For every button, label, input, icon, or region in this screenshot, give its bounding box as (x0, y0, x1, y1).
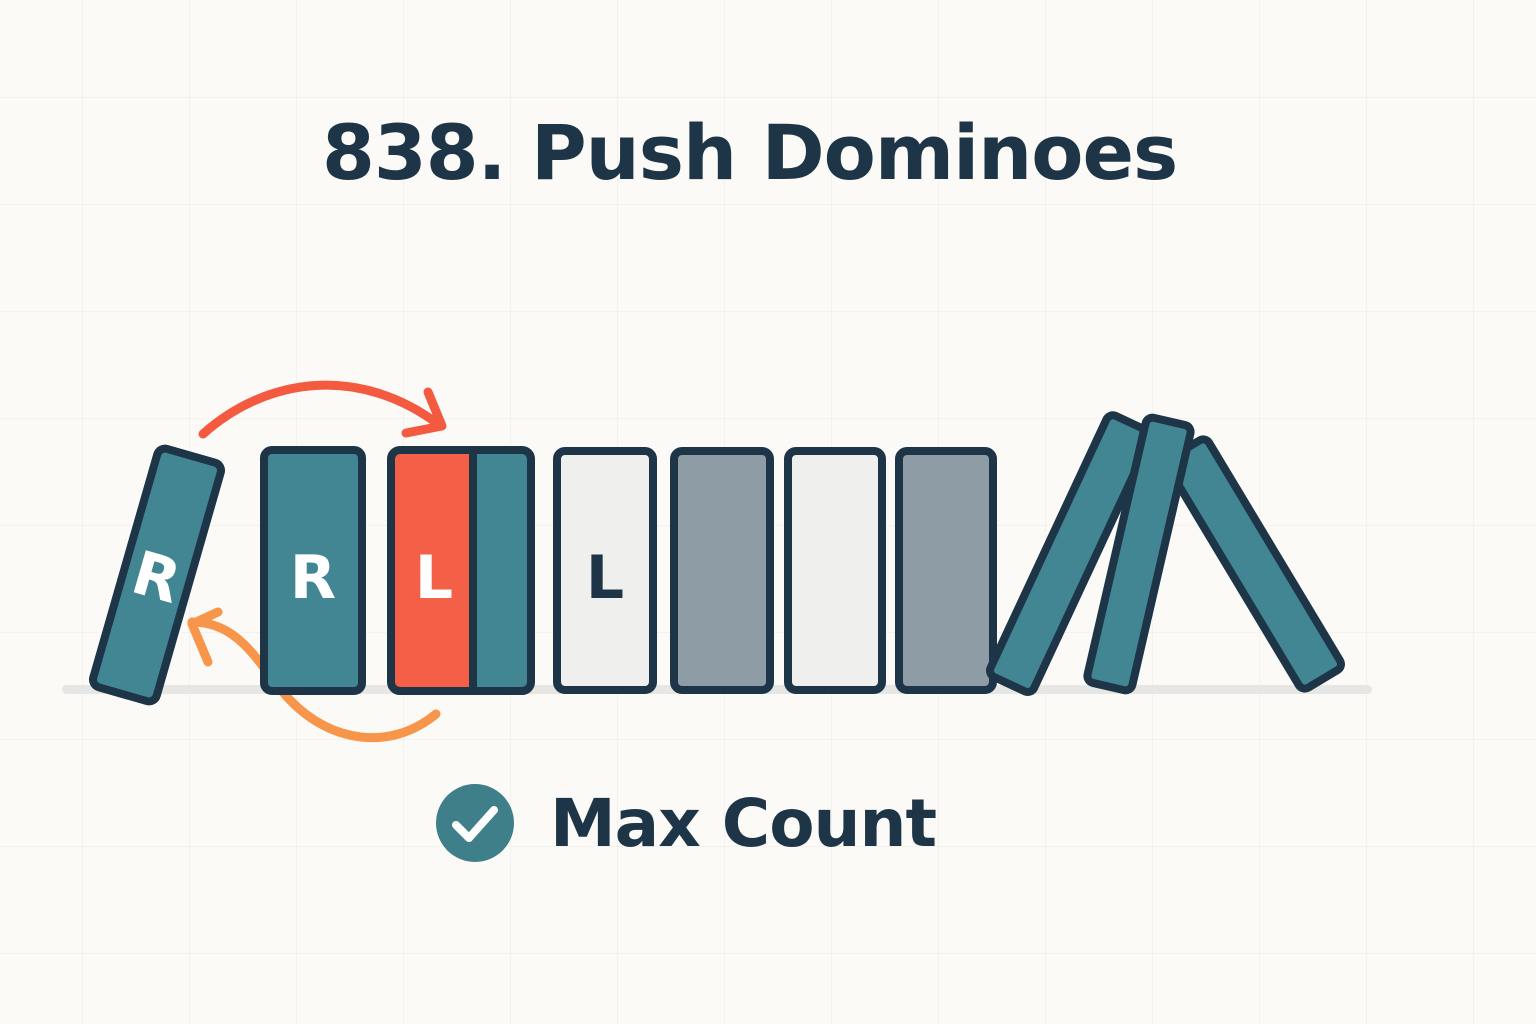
domino-4-label: L (586, 543, 624, 613)
check-circle-icon (436, 784, 514, 862)
domino-1: R (88, 444, 226, 706)
domino-3-label: L (415, 543, 453, 613)
max-count-row: Max Count (434, 778, 937, 868)
domino-5 (670, 447, 774, 694)
domino-6 (784, 447, 886, 694)
push-left-arrow (187, 607, 441, 743)
domino-10 (1163, 435, 1345, 693)
max-count-label: Max Count (550, 784, 937, 862)
domino-9 (1083, 413, 1195, 695)
page-title: 838. Push Dominoes (322, 108, 1178, 197)
domino-2: R (260, 446, 366, 695)
domino-3: L (387, 446, 535, 695)
domino-7 (895, 447, 997, 694)
domino-8 (986, 411, 1155, 696)
push-right-arrow (198, 380, 447, 439)
domino-2-label: R (290, 543, 336, 613)
domino-4: L (553, 447, 657, 694)
